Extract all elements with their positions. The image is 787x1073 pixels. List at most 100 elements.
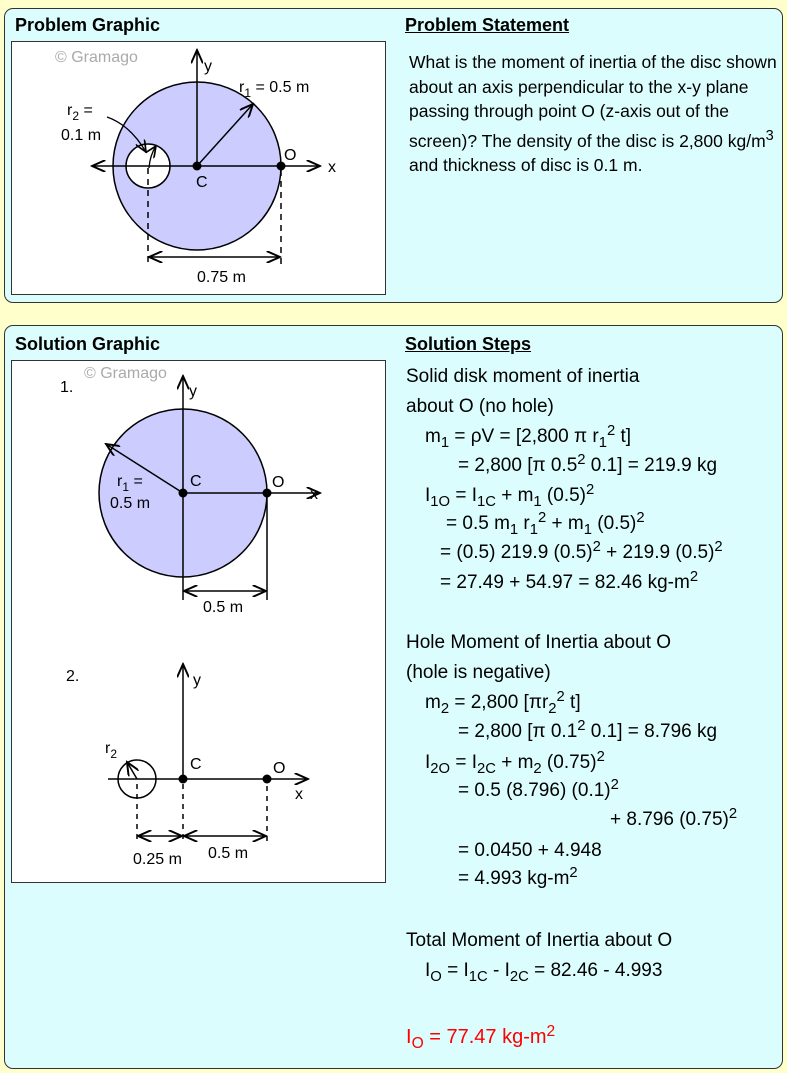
superscript: 2 [596, 749, 605, 765]
r2-arrow [149, 146, 156, 169]
text-segment: t] [615, 426, 632, 447]
step-number: 2. [66, 668, 79, 685]
step-line: = 2,800 [π 0.52 0.1] = 219.9 kg [458, 452, 718, 477]
solution-graphic-heading: Solution Graphic [15, 334, 161, 354]
superscript: 2 [714, 539, 723, 555]
superscript: 2 [586, 482, 595, 498]
x-label: x [295, 786, 303, 803]
subscript: 2O [430, 761, 451, 777]
text-segment: m [425, 426, 441, 447]
o-label: O [272, 474, 284, 491]
superscript: 2 [577, 452, 586, 468]
text-segment: (0.75) [541, 752, 597, 773]
point-c [178, 774, 188, 784]
text-segment: Total Moment of Inertia about O [406, 930, 673, 951]
o-label: O [273, 760, 285, 777]
problem-diagram: © Gramago y x C O r1 = 0.5 m r2 = 0.1 m … [55, 49, 336, 286]
point-o [262, 488, 272, 498]
y-label: y [204, 58, 212, 75]
o-label: O [284, 147, 296, 164]
superscript: 2 [606, 423, 616, 439]
subscript: 1O [430, 494, 451, 510]
text-segment: Solid disk moment of inertia [406, 366, 640, 387]
step-line: = (0.5) 219.9 (0.5)2 + 219.9 (0.5)2 [440, 539, 723, 564]
step-line: Total Moment of Inertia about O [406, 930, 672, 952]
step-line: = 4.993 kg-m2 [458, 865, 578, 890]
text-segment: + m [546, 513, 584, 534]
solution-steps-heading: Solution Steps [405, 334, 531, 354]
text-segment: + m [495, 752, 534, 773]
problem-graphic-heading: Problem Graphic [15, 15, 161, 35]
text-segment: I [425, 485, 431, 506]
text-segment: + m [495, 485, 534, 506]
superscript: 2 [546, 1023, 556, 1040]
text-segment: I [425, 960, 431, 981]
text-segment: (hole is negative) [406, 662, 551, 683]
r2-leader [106, 116, 146, 152]
c-label: C [196, 174, 208, 191]
subscript: 1 [440, 435, 450, 451]
r1-arrow [196, 104, 253, 167]
text-segment: = 4.993 kg-m [458, 868, 570, 889]
subscript: 1 [598, 435, 607, 451]
step-line: IO = I1C - I2C = 82.46 - 4.993 [425, 960, 662, 985]
subscript: 1 [509, 522, 519, 538]
step-line: Solid disk moment of inertia [406, 366, 639, 388]
solution-diagram-1: © Gramago 1. y x C O r1 = 0.5 m 0.5 m [60, 365, 320, 616]
text-segment: (0.5) [592, 513, 637, 534]
text-segment: What is the moment of inertia of the dis… [409, 52, 777, 151]
subscript: 1 [529, 522, 539, 538]
text-segment: I [406, 1026, 412, 1048]
step-line: (hole is negative) [406, 662, 551, 684]
text-segment: = ρV = [2,800 π r [449, 426, 599, 447]
text-segment: t] [564, 692, 581, 713]
step-line: about O (no hole) [406, 396, 554, 418]
step-line: = 0.0450 + 4.948 [458, 840, 602, 862]
text-segment: + 219.9 (0.5) [600, 542, 715, 563]
text-segment: r [518, 513, 530, 534]
text-segment: = 2,800 [πr [449, 692, 549, 713]
text-segment: = 2,800 [π 0.1 [458, 721, 578, 742]
solution-diagram-2: 2. y x C O r2 0.25 m 0.5 m [66, 664, 308, 868]
text-segment: = 0.5 (8.796) (0.1) [458, 780, 611, 801]
step-line: Hole Moment of Inertia about O [406, 632, 671, 654]
point-c [178, 488, 188, 498]
step-line: I1O = I1C + m1 (0.5)2 [425, 482, 595, 510]
text-segment: = 2,800 [π 0.5 [458, 455, 578, 476]
text-segment: and thickness of disc is 0.1 m. [409, 154, 643, 175]
problem-statement: What is the moment of inertia of the dis… [409, 50, 779, 177]
superscript: 2 [636, 510, 645, 526]
y-label: y [193, 672, 201, 689]
superscript: 2 [592, 539, 601, 555]
text-segment: Hole Moment of Inertia about O [406, 632, 672, 653]
superscript: 2 [728, 806, 738, 822]
step-line: = 27.49 + 54.97 = 82.46 kg-m2 [440, 570, 698, 594]
text-segment: (0.5) [541, 485, 587, 506]
superscript: 2 [569, 865, 578, 881]
subscript: 1 [583, 522, 592, 538]
step-line: = 0.5 (8.796) (0.1)2 [458, 778, 619, 802]
superscript: 2 [577, 718, 586, 734]
r1-arrow [106, 444, 184, 494]
subscript: 1 [533, 494, 542, 510]
final-answer: IO = 77.47 kg-m2 [406, 1023, 556, 1052]
subscript: 2 [440, 701, 450, 717]
text-segment: = 77.47 kg-m [423, 1026, 547, 1048]
step-line: m1 = ρV = [2,800 π r12 t] [425, 423, 632, 451]
superscript: 3 [765, 127, 774, 144]
r2-value: 0.1 m [61, 127, 101, 144]
c-label: C [190, 473, 202, 490]
text-segment: = I [441, 960, 469, 981]
r2-label: r2 = [67, 102, 93, 123]
point-c [192, 161, 202, 171]
point-o [262, 774, 272, 784]
superscript: 2 [538, 510, 547, 526]
text-segment: 0.1] = 219.9 kg [585, 455, 718, 476]
text-segment: - I [487, 960, 510, 981]
r1-label: r1 = [117, 473, 143, 494]
subscript: 2C [509, 969, 529, 985]
y-label: y [189, 383, 197, 400]
step-line: I2O = I2C + m2 (0.75)2 [425, 749, 605, 777]
superscript: 2 [556, 689, 565, 705]
